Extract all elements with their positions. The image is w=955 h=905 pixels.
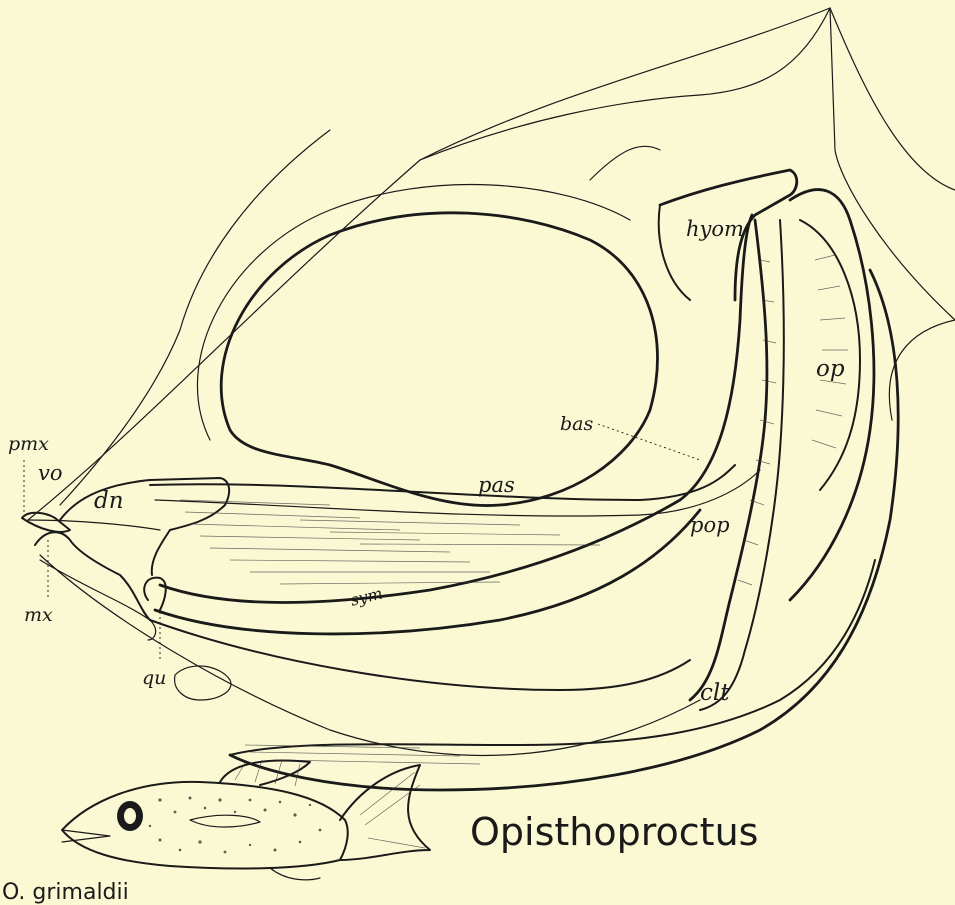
- label-vo: vo: [38, 461, 63, 485]
- fish-inset-illustration: [62, 760, 430, 880]
- label-pmx: pmx: [8, 433, 49, 455]
- label-pop: pop: [690, 513, 730, 537]
- label-qu: qu: [142, 667, 166, 689]
- label-hyom: hyom: [686, 217, 744, 241]
- cleithrum: [175, 270, 899, 790]
- opercle: [790, 190, 874, 600]
- parasphenoid: [150, 465, 760, 516]
- orbit: [197, 185, 657, 506]
- fish-caption: O. grimaldii: [2, 880, 129, 905]
- label-dn: dn: [94, 488, 124, 514]
- label-op: op: [816, 356, 845, 382]
- label-sym: sym: [348, 584, 384, 610]
- suspensorium: [150, 215, 752, 690]
- label-clt: clt: [700, 680, 730, 706]
- label-bas: bas: [560, 413, 593, 435]
- figure-title: Opisthoproctus: [470, 810, 758, 854]
- label-pas: pas: [478, 473, 515, 497]
- label-mx: mx: [24, 604, 53, 626]
- hyomandibular-preopercle: [659, 170, 797, 710]
